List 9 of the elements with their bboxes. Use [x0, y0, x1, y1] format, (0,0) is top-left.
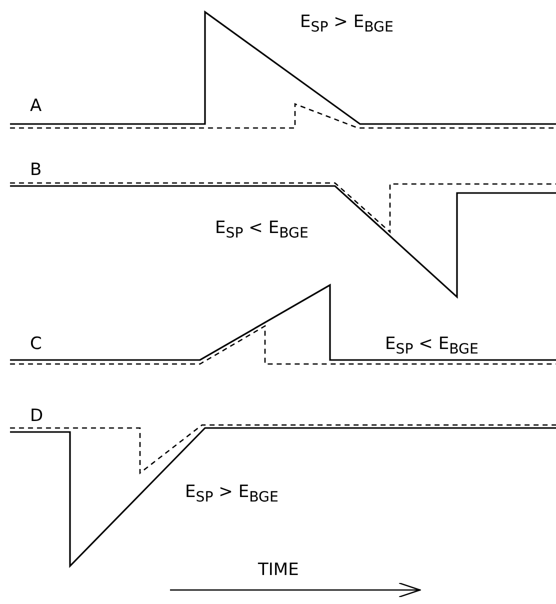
condition-label: E$_{SP}$ < E$_{BGE}$	[215, 220, 308, 241]
trace-label: D	[30, 408, 44, 425]
trace-label: C	[30, 336, 42, 353]
condition-label: E$_{SP}$ > E$_{BGE}$	[300, 14, 394, 35]
trace-label: B	[30, 162, 42, 179]
axis-label: TIME	[258, 562, 299, 579]
condition-label: E$_{SP}$ < E$_{BGE}$	[385, 336, 478, 357]
trace-label: A	[30, 98, 42, 115]
condition-label: E$_{SP}$ > E$_{BGE}$	[185, 484, 278, 505]
